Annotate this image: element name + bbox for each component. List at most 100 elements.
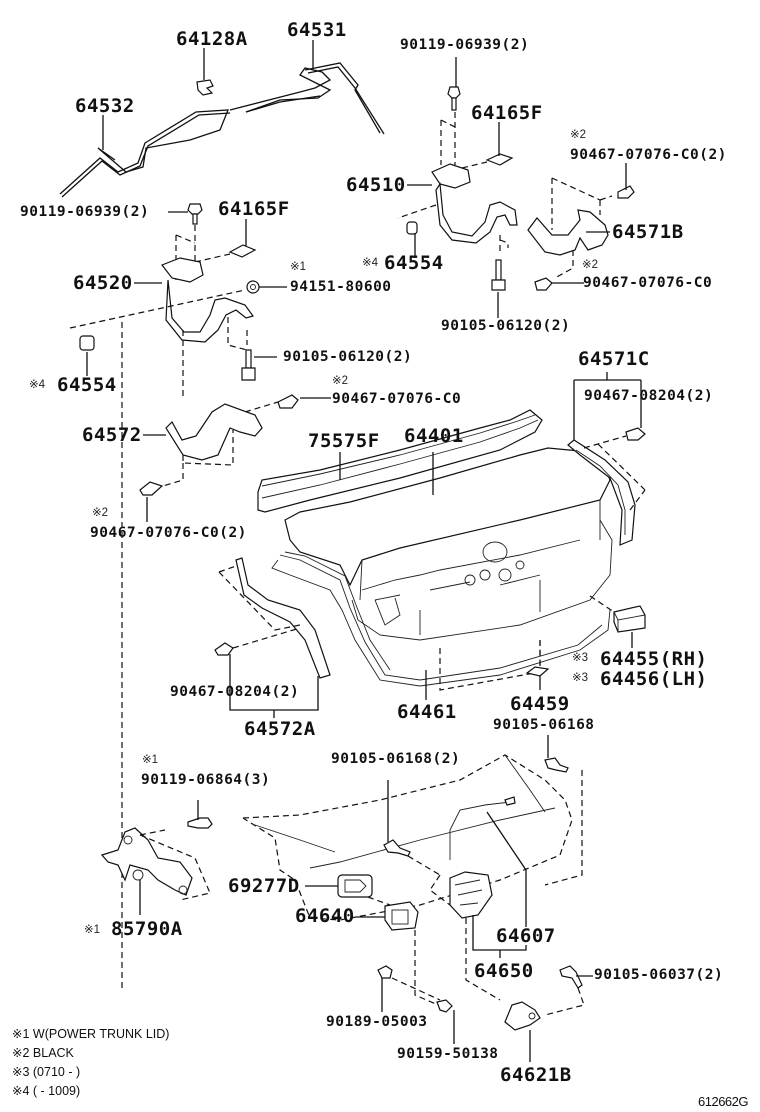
bolt-90119-06939-top — [447, 86, 461, 111]
callout-64455-rh[interactable]: 64455(RH) — [600, 648, 708, 670]
callout-64510[interactable]: 64510 — [346, 174, 406, 196]
bolt-90105-06168 — [544, 757, 569, 773]
callout-90467-07076-C0-2-left[interactable]: 90467-07076-C0(2) — [90, 525, 247, 541]
callout-64554-right[interactable]: 64554 — [384, 252, 444, 274]
callout-64571C[interactable]: 64571C — [578, 348, 650, 370]
bolt-90105-06120-left — [241, 349, 256, 381]
note-marker: ※2 — [582, 259, 599, 271]
callout-75575F[interactable]: 75575F — [308, 430, 380, 452]
note-marker: ※2 — [332, 375, 349, 387]
cushion-64554-right — [406, 221, 418, 235]
note-marker: ※4 — [29, 379, 46, 391]
clip-90467-08204-right — [625, 427, 646, 441]
callout-64621B[interactable]: 64621B — [500, 1064, 572, 1086]
door-lock-64607 — [449, 871, 493, 919]
legend-note-1: ※1 W(POWER TRUNK LID) — [12, 1027, 170, 1041]
callout-90105-06168-2[interactable]: 90105-06168(2) — [331, 751, 461, 767]
callout-90119-06864[interactable]: 90119-06864(3) — [141, 772, 271, 788]
callout-90105-06037[interactable]: 90105-06037(2) — [594, 967, 724, 983]
callout-69277D[interactable]: 69277D — [228, 875, 300, 897]
callout-64520[interactable]: 64520 — [73, 272, 133, 294]
diagram-reference-code: 612662G — [698, 1094, 749, 1109]
torsion-bar-64532 — [59, 109, 231, 198]
weatherstrip-retainer-64572A — [235, 557, 331, 679]
clip-90467-07076-mid — [277, 394, 299, 409]
note-marker: ※2 — [92, 507, 109, 519]
legend-note-3: ※3 (0710 - ) — [12, 1065, 81, 1079]
note-marker: ※3 — [572, 672, 589, 684]
bolt-90159-50138 — [436, 999, 453, 1013]
callout-90105-06120-right[interactable]: 90105-06120(2) — [441, 318, 571, 334]
stopper-64459 — [525, 666, 550, 677]
bolt-90105-06168-2 — [383, 839, 411, 857]
callout-90467-07076-C0-right[interactable]: 90467-07076-C0 — [583, 275, 713, 291]
cushion-64165F-left — [228, 244, 257, 258]
lock-cable — [449, 796, 516, 860]
callout-90119-06939-left[interactable]: 90119-06939(2) — [20, 204, 150, 220]
bolt-90105-06037 — [559, 965, 583, 989]
bolt-90105-06120-right — [491, 259, 506, 291]
callout-64554-left[interactable]: 64554 — [57, 374, 117, 396]
bolt-90119-06939-left — [187, 203, 203, 225]
callout-64572[interactable]: 64572 — [82, 424, 142, 446]
callout-90189-05003[interactable]: 90189-05003 — [326, 1014, 428, 1030]
protector-64455-64456 — [613, 605, 646, 633]
clip-90467-07076-top — [617, 185, 635, 199]
cushion-64554-left — [79, 335, 95, 351]
callout-90105-06168[interactable]: 90105-06168 — [493, 717, 595, 733]
clip-90467-07076-left — [139, 481, 164, 496]
hinge-64520 — [161, 257, 254, 343]
callout-64572A[interactable]: 64572A — [244, 718, 316, 740]
callout-90467-07076-C0-2-top[interactable]: 90467-07076-C0(2) — [570, 147, 727, 163]
note-marker: ※2 — [570, 129, 587, 141]
clip-64128A — [196, 79, 214, 96]
handle-69277D — [337, 874, 373, 898]
callout-90119-06939-top[interactable]: 90119-06939(2) — [400, 37, 530, 53]
callout-90467-08204-right[interactable]: 90467-08204(2) — [584, 388, 714, 404]
striker-64621B — [504, 1001, 541, 1031]
clip-90467-07076-right — [534, 277, 553, 291]
note-marker: ※1 — [290, 261, 307, 273]
callout-90467-07076-C0-mid[interactable]: 90467-07076-C0 — [332, 391, 462, 407]
callout-64531[interactable]: 64531 — [287, 19, 347, 41]
callout-90467-08204-left[interactable]: 90467-08204(2) — [170, 684, 300, 700]
hinge-cover-64571B — [527, 209, 609, 256]
legend-note-2: ※2 BLACK — [12, 1046, 74, 1060]
torsion-bar-64531 — [229, 62, 385, 135]
callout-64571B[interactable]: 64571B — [612, 221, 684, 243]
note-marker: ※3 — [572, 652, 589, 664]
callout-64165F-top[interactable]: 64165F — [471, 102, 543, 124]
callout-64461[interactable]: 64461 — [397, 701, 457, 723]
weatherstrip-64461 — [271, 551, 611, 687]
callout-64456-lh[interactable]: 64456(LH) — [600, 668, 708, 690]
callout-64532[interactable]: 64532 — [75, 95, 135, 117]
trunk-lid-64401 — [284, 447, 613, 641]
callout-90159-50138[interactable]: 90159-50138 — [397, 1046, 499, 1062]
hinge-64510 — [431, 163, 518, 244]
hinge-cover-64572 — [165, 403, 263, 461]
clip-90467-08204-left — [214, 642, 234, 656]
callout-64128A[interactable]: 64128A — [176, 28, 248, 50]
nut-94151-80600 — [246, 280, 260, 294]
note-marker: ※4 — [362, 257, 379, 269]
grommet-90189-05003 — [377, 965, 393, 979]
note-marker: ※1 — [84, 924, 101, 936]
callout-94151-80600[interactable]: 94151-80600 — [290, 279, 392, 295]
weatherstrip-retainer-64571C — [567, 439, 636, 546]
callout-64650[interactable]: 64650 — [474, 960, 534, 982]
callout-64401[interactable]: 64401 — [404, 425, 464, 447]
bolt-90119-06864 — [187, 817, 213, 829]
callout-64165F-left[interactable]: 64165F — [218, 198, 290, 220]
switch-64640 — [384, 901, 419, 931]
callout-64607[interactable]: 64607 — [496, 925, 556, 947]
power-closer-85790A — [100, 827, 193, 896]
cushion-64165F-top — [485, 153, 514, 166]
trunk-lid-outer-lower — [242, 754, 573, 921]
callout-64640[interactable]: 64640 — [295, 905, 355, 927]
callout-85790A[interactable]: 85790A — [111, 918, 183, 940]
note-marker: ※1 — [142, 754, 159, 766]
callout-64459[interactable]: 64459 — [510, 693, 570, 715]
callout-90105-06120-left[interactable]: 90105-06120(2) — [283, 349, 413, 365]
